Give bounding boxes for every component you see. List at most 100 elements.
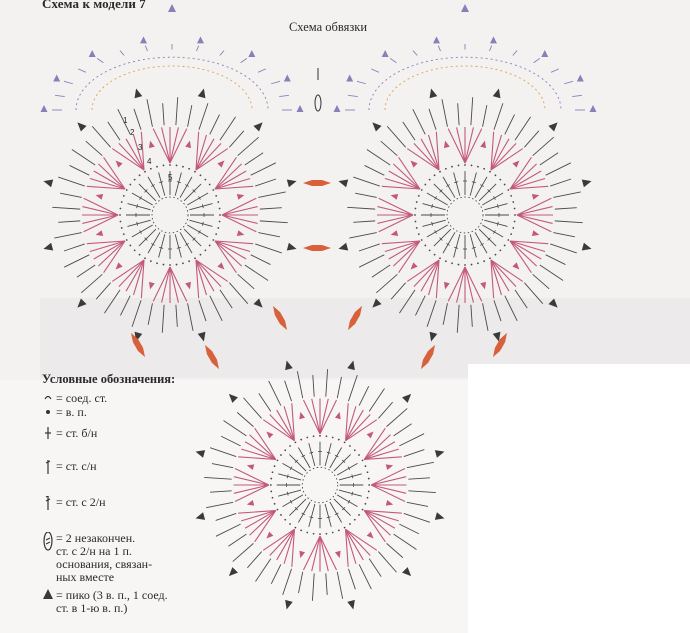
picot-pink	[115, 262, 123, 270]
chain-dot	[331, 436, 334, 439]
stitch-pink	[509, 185, 549, 190]
stitch-pink	[118, 259, 145, 288]
chain-dot	[199, 253, 202, 256]
stitch-inner	[324, 443, 332, 467]
chain-dot	[144, 170, 146, 173]
stitch-pink	[378, 197, 414, 216]
stitch-outer	[514, 116, 531, 141]
stitch-outer	[298, 571, 304, 594]
stitch-inner	[469, 172, 477, 196]
edging-stitch	[77, 68, 87, 73]
stitch-outer	[258, 232, 280, 238]
chain-dot	[188, 260, 191, 263]
chain-dot	[499, 178, 502, 181]
stitch-pink	[509, 170, 542, 190]
edging-stitch	[279, 94, 290, 97]
stitch-pink	[509, 240, 546, 253]
stitch-outer	[270, 564, 282, 585]
stitch-pink	[345, 406, 357, 441]
stitch-inner	[158, 234, 166, 258]
chain-dot	[215, 194, 218, 197]
chain-dot	[503, 183, 506, 186]
stitch-bar	[136, 204, 139, 209]
join-connector	[303, 245, 331, 251]
chain-dot	[119, 207, 122, 210]
stitch-outer	[63, 243, 85, 252]
stitch-outer	[236, 412, 254, 427]
stitch-pink	[398, 156, 421, 190]
stitch-bar	[136, 221, 139, 226]
chain-dot	[513, 207, 516, 210]
chain-dot	[420, 239, 423, 241]
stitch-inner	[297, 447, 311, 469]
chain-dot	[182, 165, 184, 168]
stitch-pink	[241, 510, 276, 522]
legend-label: = 2 незакончен. ст. с 2/н на 1 п. основа…	[56, 531, 153, 584]
picot-outer	[372, 122, 382, 132]
stitch-pink	[435, 259, 440, 299]
stitch-pink	[427, 134, 440, 171]
stitch-inner	[174, 234, 182, 258]
chain-dot	[424, 244, 427, 247]
stitch-pink	[319, 398, 329, 434]
chain-dot	[361, 508, 364, 511]
stitch-bar	[159, 246, 164, 249]
chain-dot	[212, 189, 215, 191]
stitch-outer	[380, 140, 398, 156]
stitch-outer	[348, 568, 356, 590]
stitch-bar	[201, 204, 204, 209]
picot-pink	[236, 230, 245, 237]
stitch-inner	[469, 234, 477, 258]
chain-dot	[270, 490, 273, 493]
stitch-pink	[490, 134, 503, 171]
picot-outer	[434, 512, 445, 520]
stitch-pink	[384, 240, 421, 253]
picot-pink	[366, 431, 374, 439]
picot-outer	[195, 512, 206, 520]
stitch-bar	[159, 181, 164, 184]
stitch-pink	[254, 510, 277, 543]
stitch-pink	[262, 419, 295, 442]
edging-stitch	[512, 50, 518, 56]
stitch-pink	[464, 266, 474, 303]
stitch-pink	[509, 240, 549, 245]
stitch-inner	[433, 228, 452, 247]
picot-outer	[402, 567, 412, 577]
stitch-inner	[478, 183, 497, 202]
stitch-pink	[195, 134, 208, 171]
chain-dot	[343, 441, 346, 444]
stitch-outer	[52, 206, 81, 210]
stitch-pink	[93, 240, 126, 260]
stitch-pink	[364, 456, 402, 460]
edging-stitch	[370, 68, 380, 73]
stitch-pink	[364, 510, 402, 514]
edging-picot	[40, 105, 48, 112]
picot-outer	[548, 298, 558, 308]
chain-dot	[414, 207, 417, 210]
chain-dot	[433, 253, 436, 256]
stitch-outer	[399, 433, 425, 447]
chain-dot	[451, 262, 453, 265]
stitch-outer	[198, 103, 209, 130]
center-ring	[151, 196, 189, 234]
stitch-bar	[341, 459, 346, 464]
stitch-bar	[151, 184, 155, 187]
chain-dot	[337, 438, 340, 441]
stitch-bar	[144, 189, 148, 193]
stitch-outer	[532, 136, 555, 156]
edging-stitch	[437, 45, 441, 52]
stitch-inner	[187, 224, 209, 238]
stitch-bar	[493, 230, 496, 234]
stitch-bar	[301, 454, 306, 458]
stitch-bar	[439, 237, 443, 241]
stitch-outer	[349, 232, 377, 239]
stitch-pink	[345, 419, 378, 442]
chain-dot	[489, 170, 491, 173]
stitch-pink	[254, 427, 277, 460]
stitch-bar	[185, 184, 189, 187]
stitch-outer	[198, 300, 207, 322]
stitch-bar	[341, 506, 346, 511]
picot-pink	[95, 193, 104, 200]
stitch-outer	[493, 103, 504, 130]
stitch-outer	[237, 274, 255, 290]
